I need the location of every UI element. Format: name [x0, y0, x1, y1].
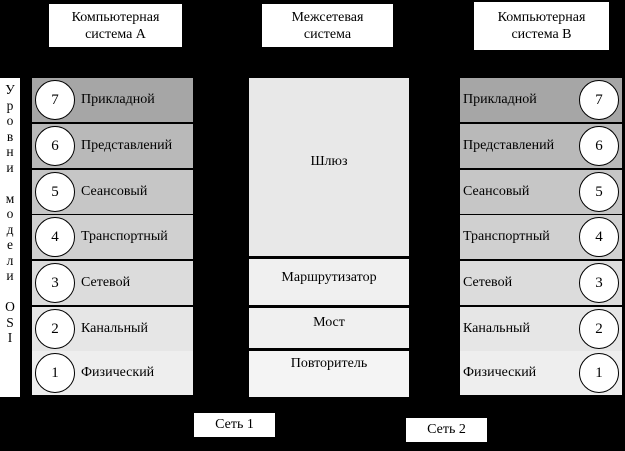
vertical-label-char: д — [6, 221, 14, 237]
header-system-a: Компьютерная система А — [49, 4, 182, 47]
vertical-label-char: е — [7, 237, 13, 252]
layer-number-circle: 4 — [35, 217, 75, 257]
layer-name: Представлений — [463, 138, 555, 153]
layer-number-circle: 1 — [579, 353, 619, 393]
layer-number-circle: 4 — [579, 217, 619, 257]
vertical-label-char: и — [6, 159, 14, 175]
layer-name: Канальный — [463, 321, 530, 336]
layer-number-circle: 3 — [579, 263, 619, 303]
gateway-label: Шлюз — [310, 154, 348, 169]
vertical-label-char: л — [6, 252, 14, 268]
system-b-layer-6: Представлений 6 — [460, 124, 622, 168]
layer-name: Физический — [463, 365, 537, 380]
layer-name: Сетевой — [463, 275, 513, 290]
layer-name: Сетевой — [81, 275, 131, 290]
router-box: Маршрутизатор — [249, 259, 409, 305]
system-a-layer-6: 6 Представлений — [32, 124, 193, 168]
system-b-layer-4: Транспортный 4 — [460, 215, 622, 259]
layer-number-circle: 2 — [35, 309, 75, 349]
system-a-layer-2: 2 Канальный — [32, 307, 193, 351]
vertical-label-char: и — [6, 268, 14, 283]
system-a-layer-1: 1 Физический — [32, 351, 193, 395]
router-label: Маршрутизатор — [281, 270, 377, 285]
vertical-label-char: н — [6, 144, 14, 159]
layer-name: Физический — [81, 365, 155, 380]
system-b-layer-2: Канальный 2 — [460, 307, 622, 351]
system-b-layer-3: Сетевой 3 — [460, 261, 622, 305]
vertical-label-char: р — [6, 97, 14, 113]
system-a-layer-3: 3 Сетевой — [32, 261, 193, 305]
vertical-label-char: O — [5, 299, 15, 314]
vertical-label-char: м — [5, 190, 15, 206]
gateway-box: Шлюз — [249, 78, 409, 256]
repeater-box: Повторитель — [249, 351, 409, 397]
vertical-label-char: У — [5, 82, 15, 97]
layer-name: Сеансовый — [81, 184, 148, 199]
system-b-layer-7: Прикладной 7 — [460, 78, 622, 122]
layer-name: Представлений — [81, 138, 173, 153]
bridge-label: Мост — [313, 315, 345, 330]
system-a-layer-7: 7 Прикладной — [32, 78, 193, 122]
layer-number-circle: 7 — [35, 80, 75, 120]
vertical-label-char: о — [6, 206, 14, 221]
repeater-label: Повторитель — [290, 356, 368, 371]
layer-number-circle: 3 — [35, 263, 75, 303]
layer-name: Канальный — [81, 321, 148, 336]
layer-name: Транспортный — [81, 229, 168, 244]
header-system-b: Компьютерная система В — [474, 2, 609, 50]
layer-name: Транспортный — [463, 229, 550, 244]
system-a-layer-4: 4 Транспортный — [32, 215, 193, 259]
network-1-label: Сеть 1 — [194, 413, 275, 437]
layer-name: Прикладной — [81, 92, 155, 107]
layer-name: Сеансовый — [463, 184, 530, 199]
header-gateway-system: Межсетевая система — [262, 4, 393, 47]
layer-number-circle: 7 — [579, 80, 619, 120]
vertical-label-char: о — [6, 113, 14, 128]
layer-number-circle: 5 — [35, 172, 75, 212]
layer-number-circle: 2 — [579, 309, 619, 349]
layer-number-circle: 1 — [35, 353, 75, 393]
system-a-layer-5: 5 Сеансовый — [32, 170, 193, 214]
vertical-label-char: в — [6, 128, 14, 144]
vertical-label-char: S — [6, 314, 14, 330]
layer-number-circle: 6 — [579, 126, 619, 166]
system-b-layer-5: Сеансовый 5 — [460, 170, 622, 214]
network-2-label: Сеть 2 — [406, 418, 487, 442]
layer-name: Прикладной — [463, 92, 537, 107]
bridge-box: Мост — [249, 308, 409, 348]
vertical-label-char: I — [7, 330, 13, 345]
layer-number-circle: 6 — [35, 126, 75, 166]
layer-number-circle: 5 — [579, 172, 619, 212]
system-b-layer-1: Физический 1 — [460, 351, 622, 395]
